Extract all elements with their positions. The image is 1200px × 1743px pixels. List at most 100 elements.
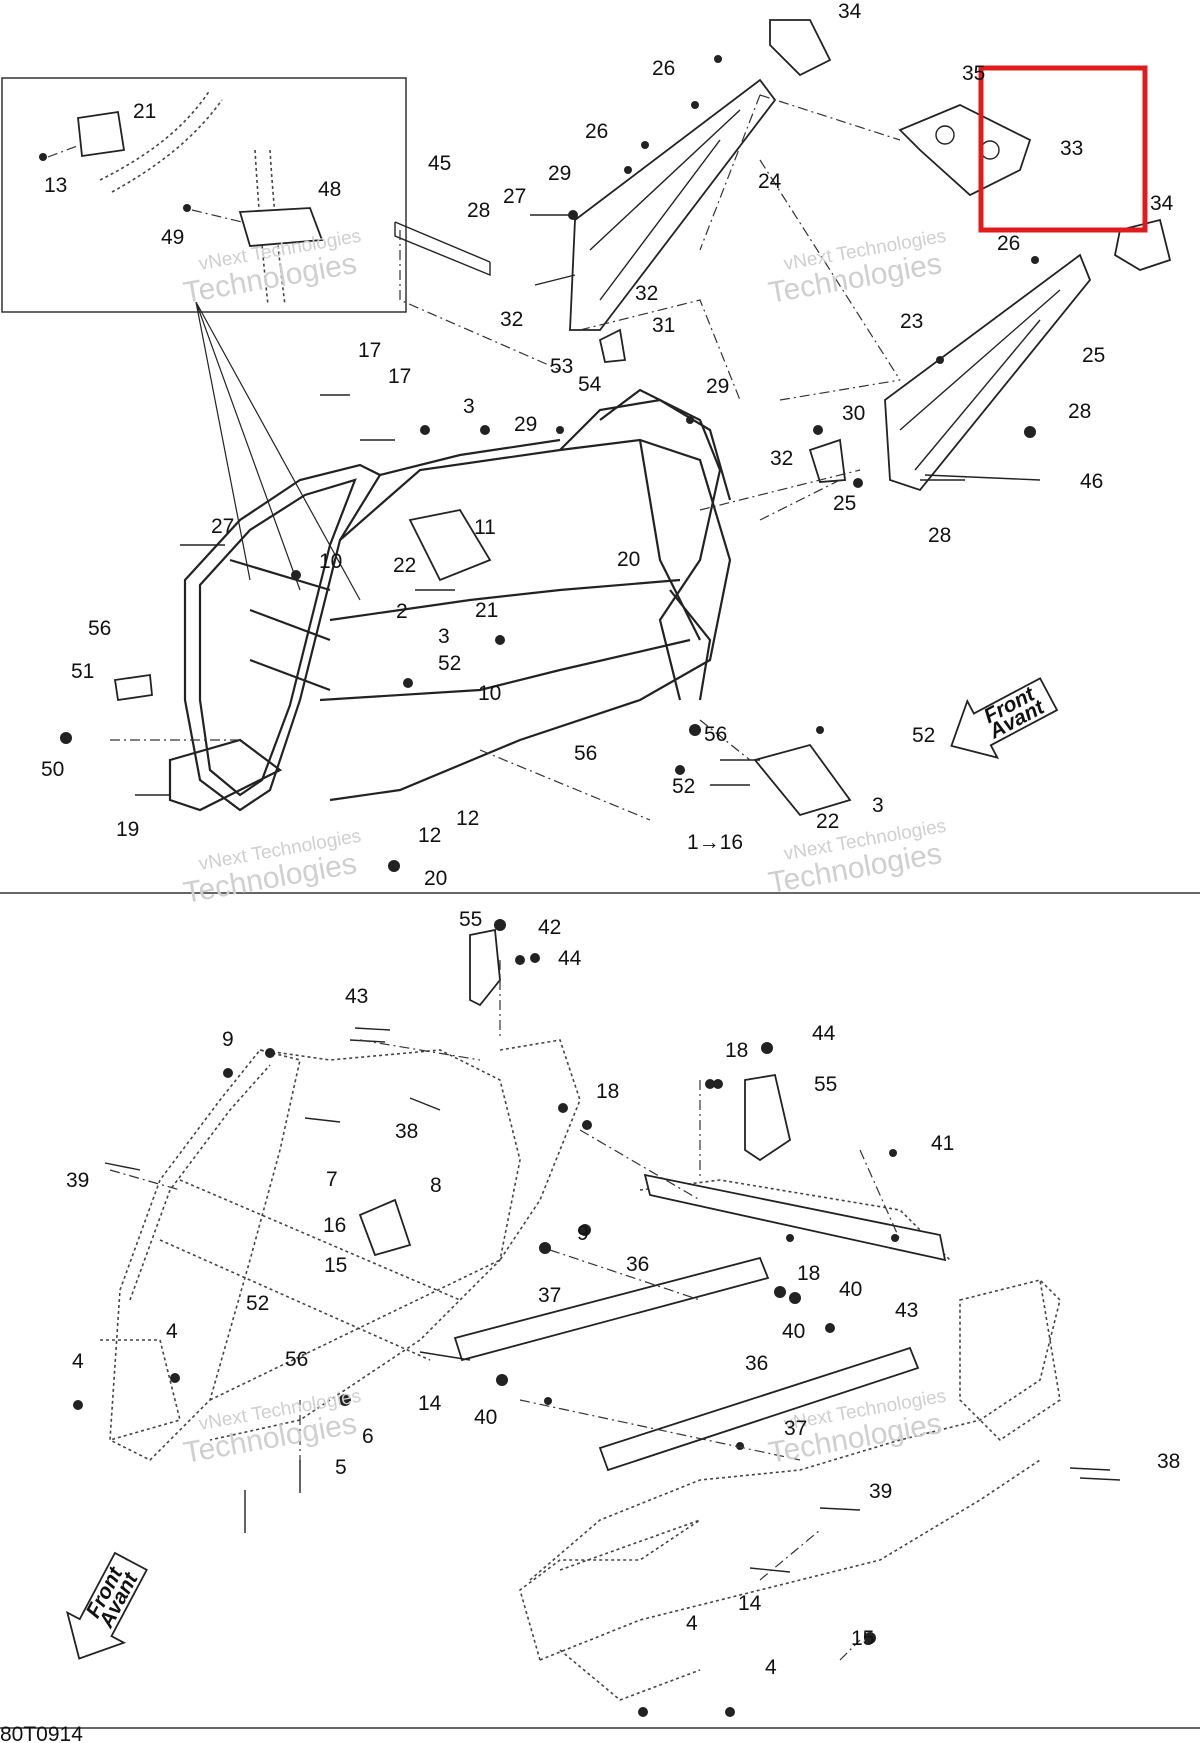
callout-number: 48	[318, 178, 341, 201]
bottom-frame-assembly	[73, 919, 1121, 1717]
callout-number: 37	[538, 1284, 561, 1307]
drawing-code: 80T0914	[0, 1723, 83, 1743]
callout-number: 14	[418, 1392, 442, 1415]
callout-number: 18	[596, 1080, 619, 1103]
callout-number: 53	[550, 355, 573, 378]
callout-number: 15	[324, 1254, 347, 1277]
callout-number: 10	[319, 550, 342, 573]
callout-number: 18	[797, 1262, 820, 1285]
callout-number: 39	[66, 1169, 89, 1192]
callout-number: 21	[133, 100, 156, 123]
callout-number: 31	[652, 314, 675, 337]
callout-number: 4	[166, 1320, 178, 1343]
callout-number: 6	[362, 1425, 374, 1448]
callout-number: 4	[765, 1656, 777, 1679]
callout-number: 40	[474, 1406, 497, 1429]
callout-number: 29	[514, 413, 537, 436]
callout-number: 36	[626, 1253, 649, 1276]
callout-number: 43	[345, 985, 368, 1008]
callout-number: 12	[456, 807, 479, 830]
callout-number: 30	[842, 402, 865, 425]
callout-number: 39	[869, 1480, 892, 1503]
callout-number: 14	[738, 1592, 762, 1615]
callout-number: 29	[706, 375, 729, 398]
callout-number: 40	[782, 1320, 805, 1343]
callout-number: 32	[770, 447, 793, 470]
callout-number: 51	[71, 660, 94, 683]
callout-number: 27	[211, 515, 234, 538]
callout-number: 44	[812, 1022, 836, 1045]
callout-number: 24	[758, 170, 782, 193]
callout-number: 2	[396, 600, 408, 623]
callout-number: 49	[161, 226, 184, 249]
callout-number: 16	[323, 1214, 346, 1237]
callout-number: 26	[585, 120, 608, 143]
callout-number: 5	[335, 1456, 347, 1479]
callout-number: 41	[931, 1132, 954, 1155]
callout-number: 10	[478, 682, 501, 705]
callout-number: 26	[652, 57, 675, 80]
callout-number: 3	[872, 794, 884, 817]
callout-number: 19	[116, 818, 139, 841]
callout-number: 4	[686, 1612, 698, 1635]
callout-number: 52	[438, 652, 461, 675]
callout-number: 46	[1080, 470, 1103, 493]
callout-number: 36	[745, 1352, 768, 1375]
callout-number: 7	[326, 1168, 338, 1191]
callout-number: 20	[424, 867, 447, 890]
callout-number: 49	[0, 0, 23, 5]
callout-number: 56	[88, 617, 111, 640]
callout-number: 28	[1068, 400, 1091, 423]
callout-number: 28	[928, 524, 951, 547]
callout-number: 13	[44, 174, 67, 197]
callout-number: 25	[1082, 344, 1105, 367]
callout-number: 56	[574, 742, 597, 765]
callout-number: 45	[428, 152, 451, 175]
callout-number: 22	[393, 554, 416, 577]
callout-number: 38	[395, 1120, 418, 1143]
callout-number: 26	[997, 232, 1020, 255]
callout-number: 54	[578, 373, 602, 396]
callout-number: 55	[459, 908, 482, 931]
callout-number: 32	[500, 308, 523, 331]
watermarks: vNext Technologies Technologies vNext Te…	[181, 226, 948, 1470]
callout-number: 37	[784, 1417, 807, 1440]
callout-number: 33	[1060, 137, 1083, 160]
callout-number: 4	[72, 1350, 84, 1373]
inset-detail-box	[1, 77, 407, 601]
callout-number: 3	[463, 395, 475, 418]
front-direction-arrow-bottom: Front Avant	[65, 1551, 148, 1660]
callout-number: 11	[474, 516, 496, 539]
callout-number: 47	[0, 0, 23, 5]
callout-number: 21	[475, 599, 498, 622]
callout-number: 12	[418, 824, 441, 847]
front-direction-arrow-top: Front Avant	[950, 677, 1059, 760]
callout-number: 9	[222, 1028, 234, 1051]
callout-number: 28	[467, 199, 490, 222]
callout-number: 52	[672, 775, 695, 798]
callout-number: 34	[838, 0, 862, 23]
callout-number: 43	[895, 1299, 918, 1322]
callout-number: 50	[41, 758, 64, 781]
callout-number: 22	[816, 810, 839, 833]
callout-number: 17	[358, 339, 381, 362]
callout-number: 23	[900, 310, 923, 333]
callout-number: 38	[1157, 1450, 1180, 1473]
callout-number: 25	[833, 492, 856, 515]
callout-number: 15	[851, 1627, 874, 1650]
callout-number: 8	[430, 1174, 442, 1197]
callout-number: 52	[912, 724, 935, 747]
callout-number: 52	[246, 1292, 269, 1315]
callout-number: 29	[548, 162, 571, 185]
callout-number: 56	[704, 723, 727, 746]
callout-number: 27	[503, 185, 526, 208]
callout-number: 55	[814, 1073, 837, 1096]
callout-number: 18	[725, 1039, 748, 1062]
callout-number: 56	[285, 1348, 308, 1371]
callout-number: 35	[962, 62, 985, 85]
callout-number: 44	[558, 947, 582, 970]
highlight-box-part-33[interactable]	[978, 65, 1148, 233]
callout-number: 1→16	[687, 831, 743, 854]
